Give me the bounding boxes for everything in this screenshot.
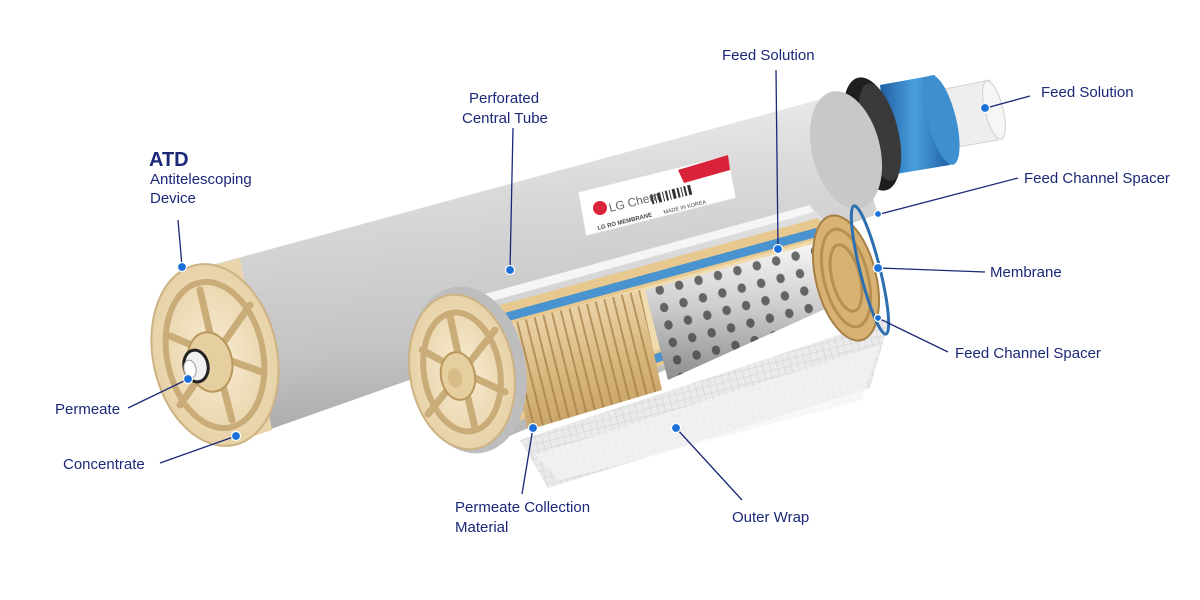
leader-perforated-tube [509,127,514,271]
label-feed-channel-spacer-bottom: Feed Channel Spacer [955,345,1101,362]
label-permeate-collection-line2: Material [455,519,509,536]
label-membrane: Membrane [990,264,1062,281]
label-permeate-collection-line1: Permeate Collection [455,499,591,516]
dot-permeate-collection [527,422,539,434]
cutaway-membrane-element [408,204,891,488]
label-atd-line2: Device [150,190,196,207]
leader-feed-solution-top [775,69,779,249]
lg-logo-icon [593,201,607,215]
dot-feed-channel-spacer-bottom [873,313,883,323]
label-concentrate: Concentrate [63,456,145,473]
label-perforated-line1: Perforated [469,90,540,107]
leader-outer-wrap [675,427,743,501]
dot-membrane [872,262,884,274]
label-feed-channel-spacer-top: Feed Channel Spacer [1024,170,1170,187]
marker-dots [176,102,991,442]
dot-permeate [182,373,194,385]
dot-outer-wrap [670,422,682,434]
label-feed-solution-right: Feed Solution [1041,84,1134,101]
label-outer-wrap: Outer Wrap [732,509,810,526]
label-atd-title: ATD [149,149,189,171]
full-membrane-element: LG Chem LG RO MEMBRANE MADE IN KOREA [150,75,1006,447]
dot-perforated-tube [504,264,516,276]
dot-concentrate [230,430,242,442]
label-atd-line1: Antitelescoping [150,171,252,188]
label-permeate: Permeate [55,401,121,418]
leader-permeate-collection [521,427,534,495]
leader-feed-channel-spacer-top [879,177,1019,215]
dot-feed-channel-spacer-top [873,209,883,219]
leader-concentrate [159,435,237,464]
leader-atd [177,219,183,267]
label-feed-solution-top: Feed Solution [722,47,815,64]
label-perforated-line2: Central Tube [462,110,548,127]
leader-lines [127,69,1031,501]
dot-atd [176,261,188,273]
leader-feed-solution-right [985,95,1031,109]
leader-feed-channel-spacer-bottom [877,317,949,353]
dot-feed-solution-right [979,102,991,114]
dot-feed-solution-top [772,243,784,255]
leader-permeate [127,379,187,409]
product-label: LG Chem LG RO MEMBRANE MADE IN KOREA [577,154,737,237]
leader-membrane [877,267,986,273]
